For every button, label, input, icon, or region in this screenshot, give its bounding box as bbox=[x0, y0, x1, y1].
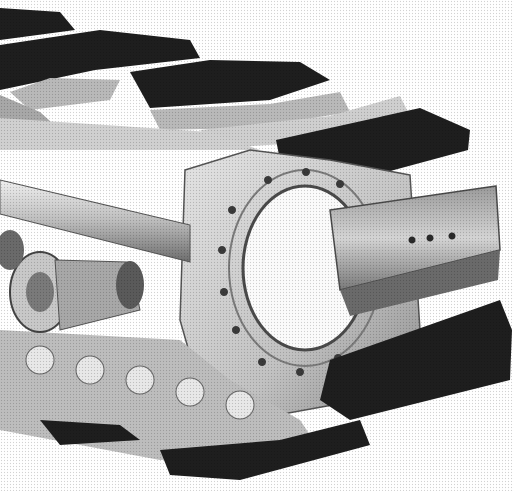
axle-shaft bbox=[0, 179, 191, 263]
track-pad-1 bbox=[0, 8, 75, 40]
